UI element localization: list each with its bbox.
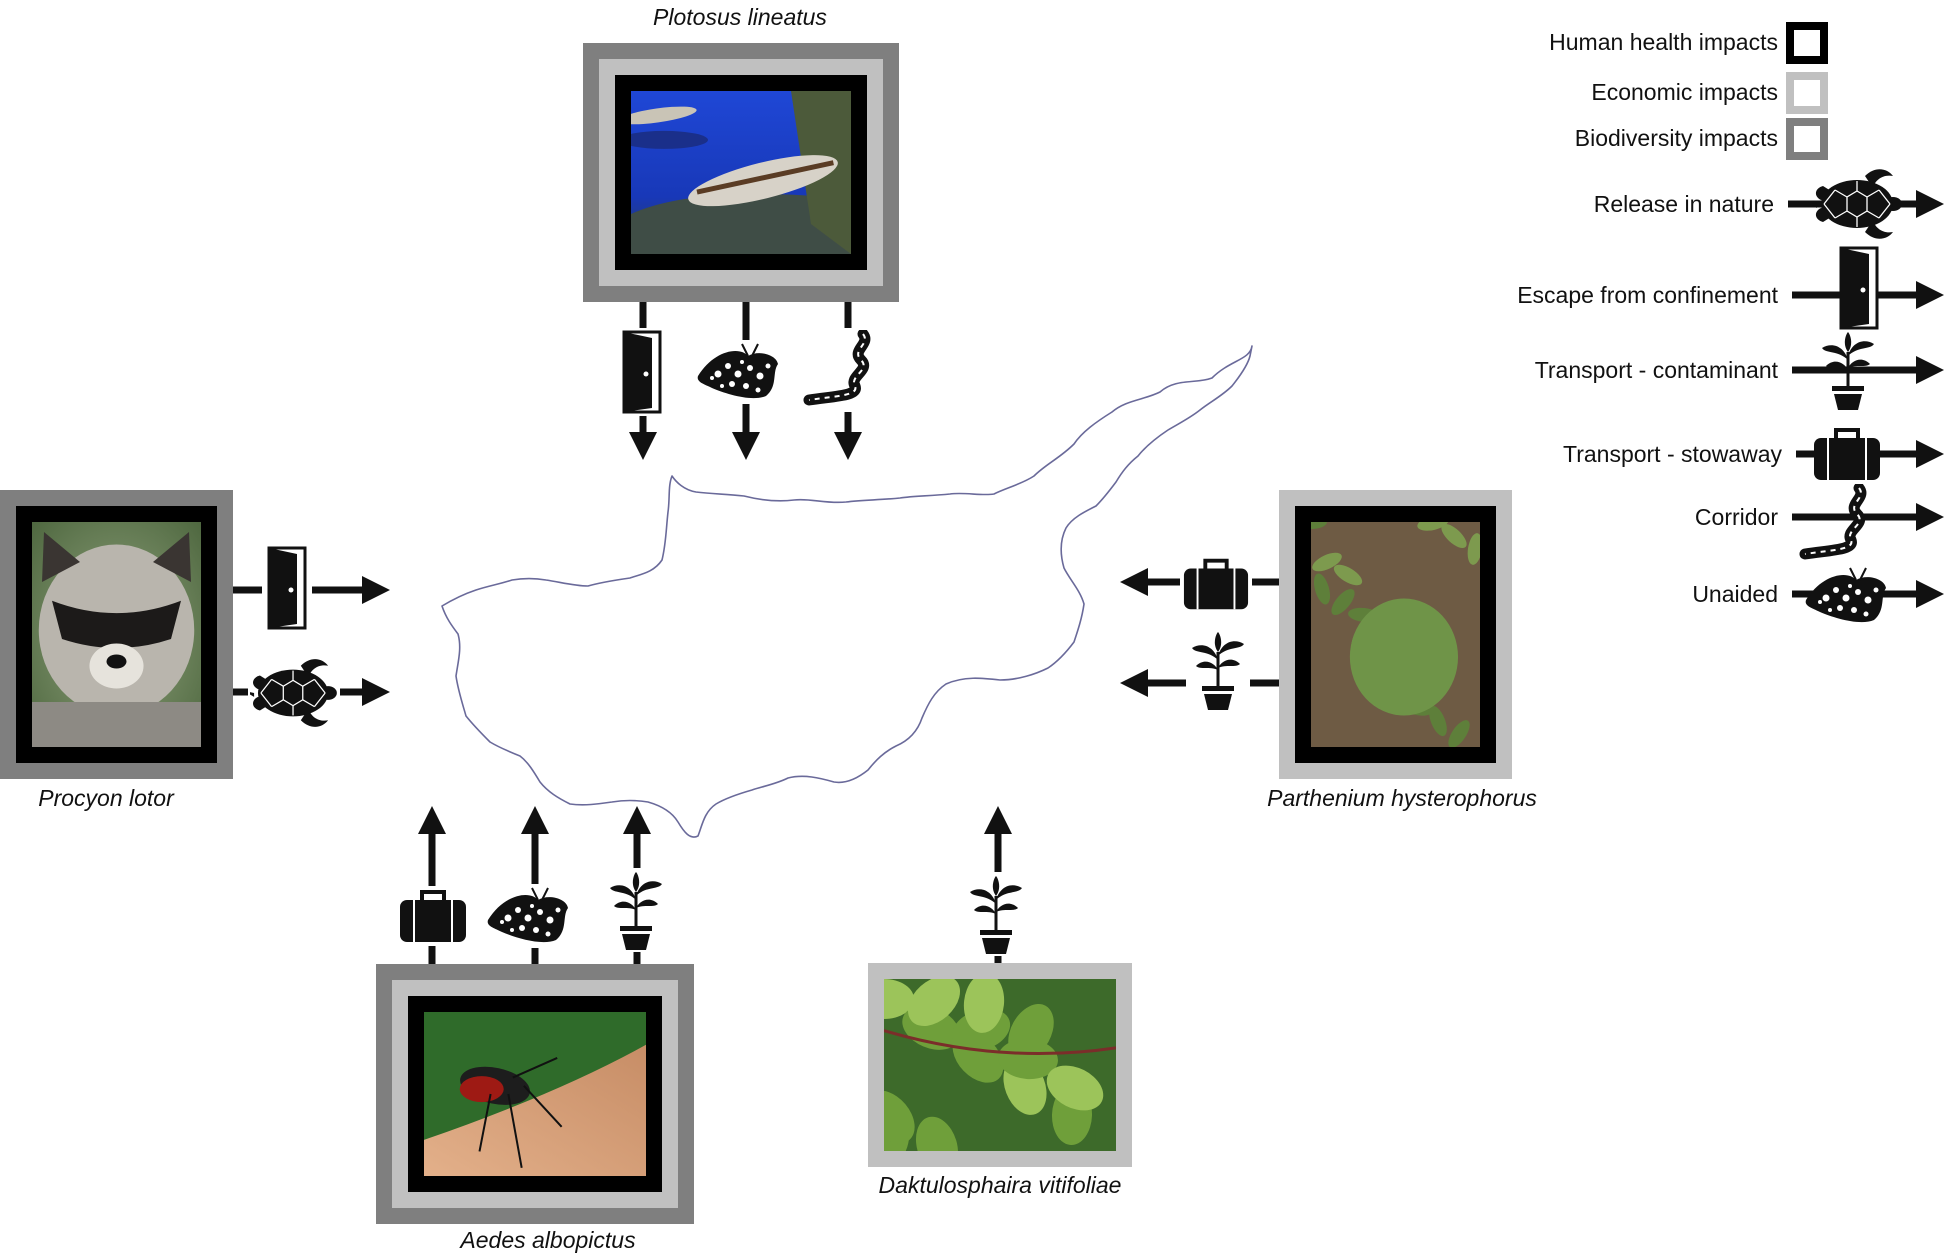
legend-pathway-contaminant: Transport - contaminant: [1535, 330, 1944, 410]
pathway-arrow-escape: [233, 544, 390, 632]
pathway-arrow-contaminant: [964, 806, 1028, 963]
legend-pathway-label: Release in nature: [1594, 191, 1774, 217]
legend-pathway-corridor: Corridor: [1695, 488, 1944, 554]
suitcase-icon: [1812, 428, 1882, 482]
species-procyon: Procyon lotor: [0, 490, 390, 811]
legend-pathway-release: Release in nature: [1594, 168, 1944, 240]
door-icon: [622, 330, 662, 414]
door-icon: [267, 546, 307, 630]
legend-pathway-escape: Escape from confinement: [1517, 246, 1944, 330]
pathway-arrow-release: [233, 654, 390, 732]
legend-impact-label: Human health impacts: [1549, 29, 1778, 55]
pathway-arrow-stowaway: [1120, 554, 1279, 614]
species-name-procyon: Procyon lotor: [38, 785, 175, 811]
pathway-arrow-escape: [616, 300, 668, 460]
daktulosphaira-impact-frame: [868, 963, 1132, 1167]
species-parthenium: Parthenium hysterophorus: [1120, 490, 1537, 811]
winding-road-icon: [1805, 488, 1861, 554]
parthenium-photo: [1311, 522, 1480, 747]
legend-impact-biodiversity: Biodiversity impacts: [1575, 118, 1828, 160]
species-daktulosphaira: Daktulosphaira vitifoliae: [868, 806, 1132, 1198]
aedes-impact-frame: [376, 964, 694, 1224]
legend-pathway-stowaway: Transport - stowaway: [1563, 428, 1944, 482]
parthenium-impact-frame: [1279, 490, 1512, 779]
pathway-arrow-stowaway: [396, 806, 470, 964]
legend-pathway-label: Escape from confinement: [1517, 282, 1778, 308]
procyon-impact-frame: [0, 490, 233, 779]
plotosus-impact-frame: [583, 43, 899, 302]
species-name-aedes: Aedes albopictus: [458, 1227, 636, 1253]
legend-impact-human_health: Human health impacts: [1549, 22, 1828, 64]
legend-pathway-label: Transport - stowaway: [1563, 441, 1782, 467]
species-name-daktulosphaira: Daktulosphaira vitifoliae: [879, 1172, 1122, 1198]
door-icon: [1839, 246, 1879, 330]
legend-impact-label: Economic impacts: [1591, 79, 1778, 105]
procyon-photo: [32, 522, 201, 747]
pathway-arrow-contaminant: [1120, 628, 1279, 712]
legend-pathway-label: Transport - contaminant: [1535, 357, 1779, 383]
legend-pathway-unaided: Unaided: [1692, 567, 1944, 624]
legend-pathway-label: Corridor: [1695, 504, 1778, 530]
daktulosphaira-photo: [884, 979, 1116, 1151]
pathway-arrow-unaided: [480, 806, 574, 964]
cyprus-island-outline: [441, 345, 1253, 838]
pathway-arrow-corridor: [798, 300, 892, 460]
moth-icon: [1804, 567, 1887, 624]
species-aedes: Aedes albopictus: [376, 806, 694, 1253]
legend-swatch: [1786, 118, 1828, 160]
turtle-icon: [1812, 168, 1903, 240]
pathway-arrow-unaided: [690, 300, 784, 460]
legend-impact-label: Biodiversity impacts: [1575, 125, 1778, 151]
plotosus-photo: [631, 91, 851, 254]
pathway-arrow-contaminant: [604, 806, 668, 964]
aedes-photo: [424, 1012, 646, 1176]
species-plotosus: Plotosus lineatus: [583, 4, 899, 460]
species-name-parthenium: Parthenium hysterophorus: [1267, 785, 1537, 811]
legend-swatch: [1786, 72, 1828, 114]
legend-impact-economic: Economic impacts: [1591, 72, 1828, 114]
legend-swatch: [1786, 22, 1828, 64]
species-name-plotosus: Plotosus lineatus: [653, 4, 827, 30]
legend-pathway-label: Unaided: [1692, 581, 1778, 607]
